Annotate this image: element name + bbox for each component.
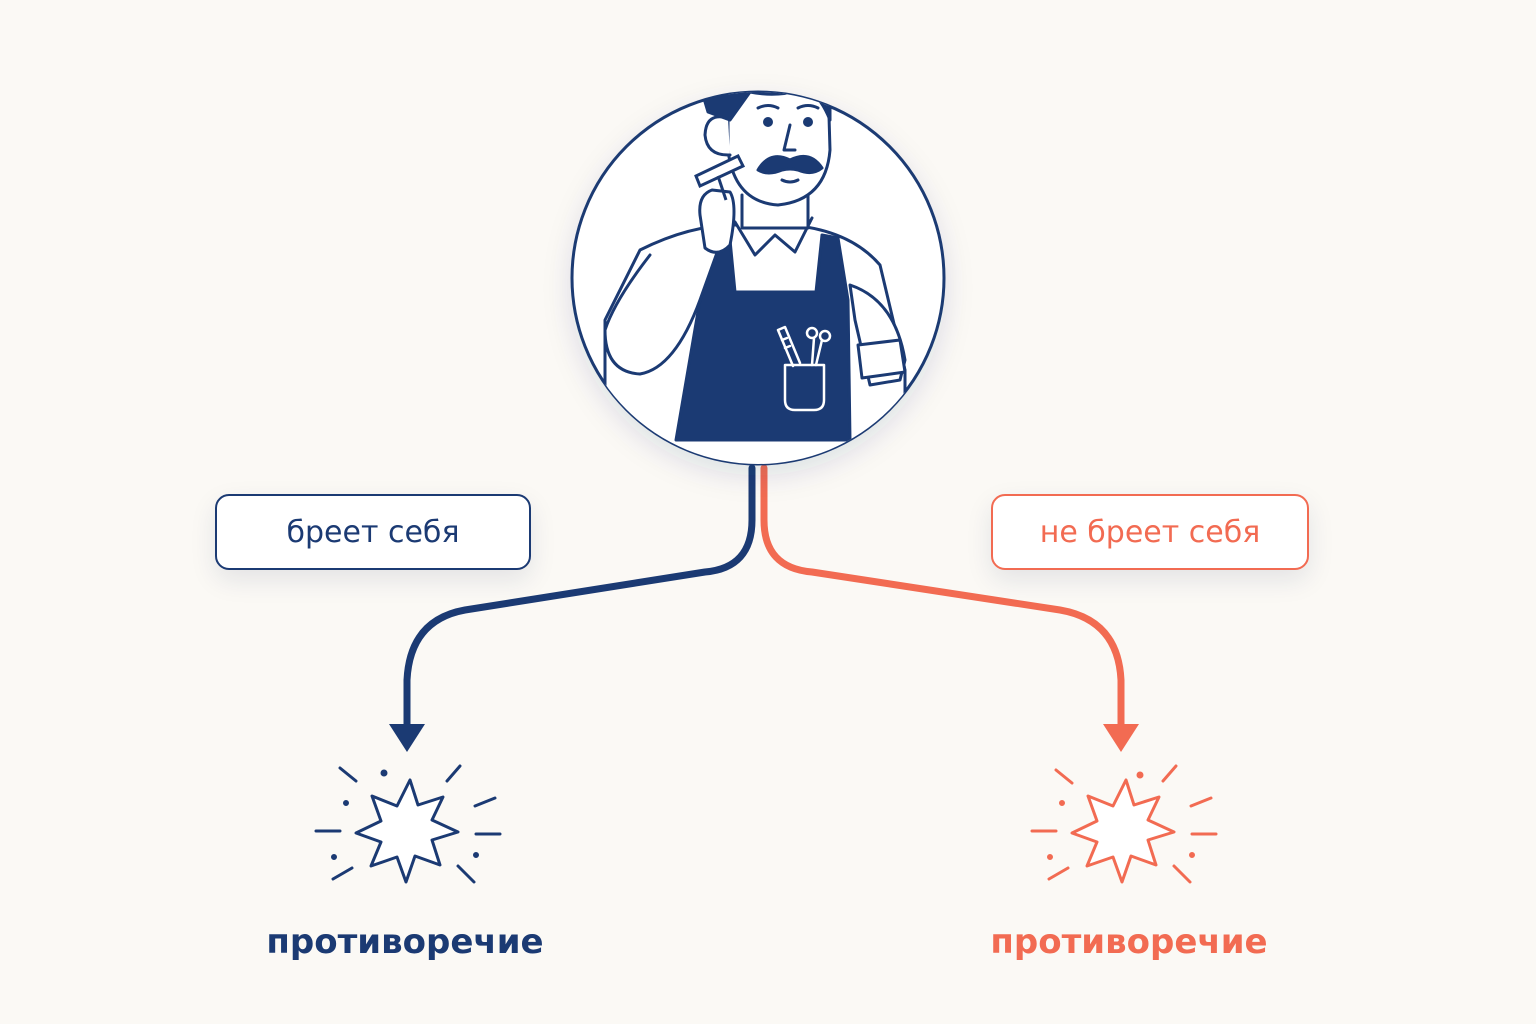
arrowhead-right-icon [1103, 724, 1139, 752]
result-label-left: противоречие [266, 922, 544, 962]
branch-label-text: не бреет себя [1039, 514, 1261, 550]
result-label-right: противоречие [990, 922, 1268, 962]
burst-icon [314, 764, 502, 884]
arrowhead-left-icon [389, 724, 425, 752]
branch-label-text: бреет себя [286, 514, 460, 550]
branch-label-does-not-shave-self: не бреет себя [991, 494, 1309, 570]
branch-label-shaves-self: бреет себя [215, 494, 531, 570]
comb-icon [776, 325, 802, 368]
branch-left-line [389, 464, 756, 752]
branch-right-line [760, 464, 1139, 752]
burst-icon [1030, 764, 1218, 884]
razor-icon [694, 154, 746, 201]
barber-illustration [570, 90, 946, 466]
scissors-icon [805, 326, 832, 367]
